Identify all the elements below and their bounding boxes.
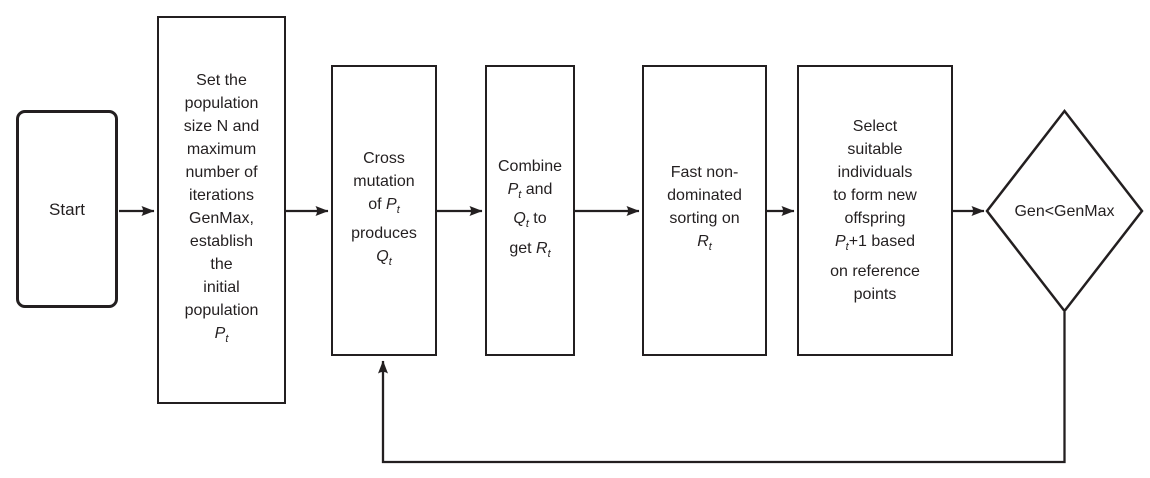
arrow-decision-to-cross-feedback <box>378 312 1066 464</box>
decision-diamond-shape <box>985 108 1144 314</box>
node-start-label: Start <box>49 199 85 219</box>
node-decision-gen-genmax: Gen<GenMax <box>986 110 1143 312</box>
node-start: Start <box>16 110 118 308</box>
node-decision-gen-genmax-label: Gen<GenMax <box>1014 202 1115 220</box>
